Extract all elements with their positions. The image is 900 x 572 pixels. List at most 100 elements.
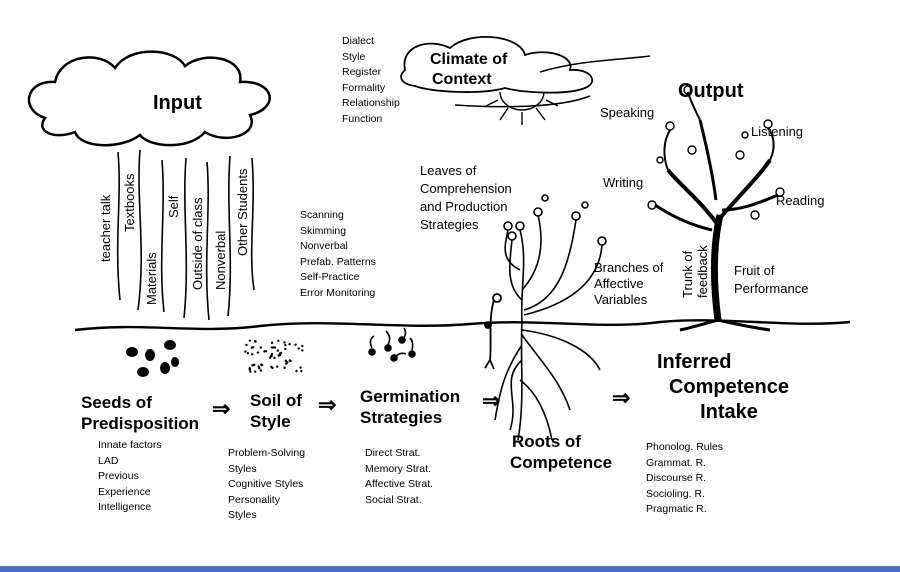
inferred-item: Socioling. R. bbox=[646, 487, 705, 500]
stage-roots-line: Competence bbox=[510, 453, 613, 472]
stage-soil-title: Soil of Style bbox=[250, 390, 302, 432]
source-teacher-talk: teacher talk bbox=[98, 194, 113, 262]
climate-factor: Dialect bbox=[342, 35, 375, 47]
branches-label: Branches of Affective Variables bbox=[594, 260, 663, 308]
climate-factor: Relationship bbox=[342, 97, 400, 109]
ground-line bbox=[74, 319, 851, 332]
source-other-students: Other Students bbox=[235, 168, 250, 256]
soil-item: Problem-Solving bbox=[228, 447, 306, 459]
climate-factor: Formality bbox=[342, 81, 386, 94]
footer-bar bbox=[0, 566, 900, 572]
seeds-item: LAD bbox=[98, 454, 119, 467]
climate-streak bbox=[454, 55, 651, 108]
branches-label-line: Variables bbox=[594, 292, 648, 307]
arrow-roots-to-inferred: ⇒ bbox=[612, 385, 631, 410]
germination-item: Memory Strat. bbox=[365, 462, 431, 475]
soil-dots bbox=[244, 339, 304, 373]
inferred-item: Discourse R. bbox=[646, 472, 707, 484]
branches-label-line: Affective bbox=[594, 276, 644, 291]
strategy-item: Scanning bbox=[300, 209, 344, 221]
input-streams bbox=[116, 149, 255, 321]
seeds-item: Experience bbox=[98, 485, 151, 498]
leaves-label-line: Comprehension bbox=[420, 181, 512, 196]
climate-title-line2: Context bbox=[432, 71, 492, 88]
inferred-item: Grammat. R. bbox=[646, 456, 707, 469]
strategy-item: Self-Practice bbox=[300, 271, 360, 283]
fruit-label: Fruit of Performance bbox=[734, 262, 808, 298]
strategies-list: Scanning Skimming Nonverbal Prefab. Patt… bbox=[300, 208, 376, 301]
sun-icon bbox=[485, 91, 559, 125]
soil-item: Cognitive Styles bbox=[228, 478, 304, 490]
source-textbooks: Textbooks bbox=[122, 173, 137, 232]
input-cloud bbox=[27, 50, 271, 147]
seeds-item: Previous bbox=[98, 470, 139, 482]
arrow-germination-to-roots: ⇒ bbox=[482, 388, 501, 413]
climate-title-line1: Climate of bbox=[430, 51, 508, 68]
germination-item: Social Strat. bbox=[365, 493, 422, 506]
stage-germination-line: Germination bbox=[360, 387, 461, 406]
branches-label-line: Branches of bbox=[594, 260, 664, 275]
seeds-items: Innate factors LAD Previous Experience I… bbox=[98, 438, 162, 516]
seeds-item: Intelligence bbox=[98, 501, 152, 513]
arrow-soil-to-germination: ⇒ bbox=[318, 392, 337, 417]
source-self: Self bbox=[166, 195, 181, 218]
trunk-label-line: feedback bbox=[695, 245, 710, 298]
young-tree bbox=[494, 194, 607, 441]
arrow-seeds-to-soil: ⇒ bbox=[212, 396, 231, 421]
small-sprout bbox=[484, 293, 502, 370]
soil-item: Styles bbox=[228, 462, 257, 475]
inferred-item: Pragmatic R. bbox=[646, 503, 707, 515]
strategy-item: Error Monitoring bbox=[300, 286, 376, 299]
strategy-item: Nonverbal bbox=[300, 240, 348, 252]
source-outside-class: Outside of class bbox=[190, 197, 205, 291]
leaves-label: Leaves of Comprehension and Production S… bbox=[420, 162, 512, 234]
source-materials: Materials bbox=[144, 252, 159, 305]
climate-factors-list: Dialect Style Register Formality Relatio… bbox=[342, 34, 400, 127]
seed-icons bbox=[126, 340, 179, 377]
climate-factor: Style bbox=[342, 50, 366, 63]
fruit-label-line: Fruit of bbox=[734, 263, 775, 278]
strategy-item: Prefab. Patterns bbox=[300, 255, 376, 268]
stage-seeds-line: Predisposition bbox=[81, 414, 200, 433]
germination-items: Direct Strat. Memory Strat. Affective St… bbox=[365, 446, 433, 508]
mature-tree bbox=[647, 85, 785, 332]
stage-germination-title: Germination Strategies bbox=[360, 386, 460, 428]
climate-cloud bbox=[400, 36, 594, 94]
stage-seeds-title: Seeds of Predisposition bbox=[81, 392, 199, 434]
stage-soil-line: Soil of bbox=[250, 391, 302, 410]
stage-roots-title: Roots of Competence bbox=[510, 431, 612, 473]
output-listening: Listening bbox=[751, 124, 804, 139]
stage-inferred-line: Competence bbox=[668, 376, 790, 398]
trunk-label-line: Trunk of bbox=[680, 250, 695, 298]
climate-factor: Function bbox=[342, 112, 383, 125]
leaves-label-line: Strategies bbox=[420, 217, 479, 232]
seeds-item: Innate factors bbox=[98, 439, 162, 451]
leaves-label-line: and Production bbox=[420, 199, 508, 214]
output-writing: Writing bbox=[603, 175, 644, 190]
soil-item: Personality bbox=[228, 493, 280, 506]
trunk-label: Trunk of feedback bbox=[680, 245, 710, 298]
inferred-item: Phonolog. Rules bbox=[646, 441, 724, 453]
stage-germination-line: Strategies bbox=[360, 408, 443, 427]
stage-inferred-title: Inferred Competence Intake bbox=[654, 350, 804, 425]
stage-roots-line: Roots of bbox=[512, 432, 581, 451]
stage-inferred-line: Intake bbox=[700, 401, 758, 423]
germination-item: Affective Strat. bbox=[365, 478, 434, 490]
output-speaking: Speaking bbox=[600, 105, 655, 120]
soil-item: Styles bbox=[228, 509, 257, 521]
germination-item: Direct Strat. bbox=[365, 447, 421, 459]
stage-seeds-line: Seeds of bbox=[81, 393, 152, 412]
stage-inferred-line: Inferred bbox=[657, 351, 732, 373]
inferred-items: Phonolog. Rules Grammat. R. Discourse R.… bbox=[646, 440, 723, 518]
input-title: Input bbox=[153, 92, 202, 114]
climate-factor: Register bbox=[342, 66, 382, 78]
soil-items: Problem-Solving Styles Cognitive Styles … bbox=[228, 446, 305, 524]
fruit-label-line: Performance bbox=[734, 281, 809, 296]
stage-soil-line: Style bbox=[250, 412, 291, 431]
germination-sprouts bbox=[368, 327, 416, 362]
leaves-label-line: Leaves of bbox=[420, 163, 477, 178]
output-title: Output bbox=[678, 80, 744, 102]
output-reading: Reading bbox=[776, 193, 825, 208]
source-nonverbal: Nonverbal bbox=[213, 230, 228, 290]
